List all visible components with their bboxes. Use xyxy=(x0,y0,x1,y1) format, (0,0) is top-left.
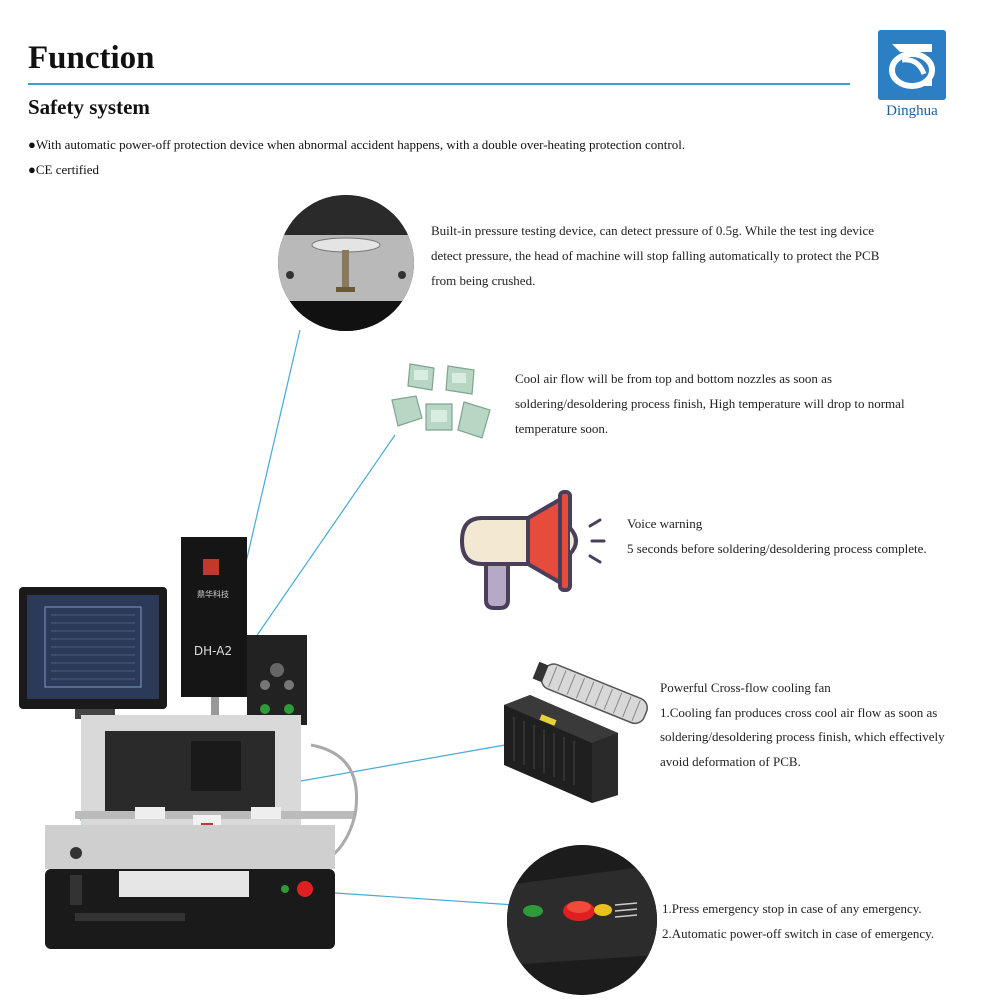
nozzles-image xyxy=(382,360,507,450)
feature-fan-line-3: soldering/desoldering process finish, wh… xyxy=(660,729,945,744)
title-underline xyxy=(28,83,850,85)
feature-pressure-text: Built-in pressure testing device, can de… xyxy=(431,218,879,293)
feature-emergency-line-1: 1.Press emergency stop in case of any em… xyxy=(662,901,922,916)
feature-fan-text: Powerful Cross-flow cooling fan 1.Coolin… xyxy=(660,676,945,774)
bullet-power-off: ●With automatic power-off protection dev… xyxy=(28,137,686,152)
brand-name: Dinghua xyxy=(886,103,938,119)
megaphone-icon xyxy=(459,490,606,610)
rework-station-image: DH-A2 鼎华科技 xyxy=(15,535,360,960)
page-title: Function xyxy=(28,40,155,76)
emergency-stop-image xyxy=(507,845,657,995)
feature-emergency-text: 1.Press emergency stop in case of any em… xyxy=(662,896,934,946)
pressure-sensor-icon xyxy=(278,195,414,331)
feature-fan-line-1: Powerful Cross-flow cooling fan xyxy=(660,680,831,695)
dinghua-logo-icon xyxy=(878,30,946,100)
feature-pressure-line-1: Built-in pressure testing device, can de… xyxy=(431,223,875,238)
feature-voice-text: Voice warning 5 seconds before soldering… xyxy=(627,511,927,561)
bullet-ce: ●CE certified xyxy=(28,162,100,177)
feature-pressure-line-3: from being crushed. xyxy=(431,273,536,288)
cooling-fan-image xyxy=(500,655,650,803)
fan-icon xyxy=(504,661,648,803)
feature-cool-air-line-3: temperature soon. xyxy=(515,421,609,436)
rework-station-icon: DH-A2 鼎华科技 xyxy=(19,537,359,949)
emergency-button-icon xyxy=(507,845,657,995)
nozzle-icon xyxy=(391,363,491,439)
dinghua-logo xyxy=(878,30,946,100)
machine-brand-label: 鼎华科技 xyxy=(197,589,229,599)
section-subtitle: Safety system xyxy=(28,95,150,119)
feature-fan-line-4: avoid deformation of PCB. xyxy=(660,753,801,769)
feature-cool-air-line-2: soldering/desoldering process finish, Hi… xyxy=(515,396,905,411)
feature-voice-line-2: 5 seconds before soldering/desoldering p… xyxy=(627,541,927,556)
machine-model-label: DH-A2 xyxy=(194,644,232,658)
feature-pressure-line-2: detect pressure, the head of machine wil… xyxy=(431,248,880,263)
pressure-device-image xyxy=(278,195,414,331)
voice-warning-image xyxy=(458,488,608,613)
feature-voice-line-1: Voice warning xyxy=(627,516,703,531)
feature-cool-air-line-1: Cool air flow will be from top and botto… xyxy=(515,371,833,386)
feature-fan-line-2: 1.Cooling fan produces cross cool air fl… xyxy=(660,704,938,720)
feature-cool-air-text: Cool air flow will be from top and botto… xyxy=(515,366,905,441)
feature-emergency-line-2: 2.Automatic power-off switch in case of … xyxy=(662,926,935,941)
